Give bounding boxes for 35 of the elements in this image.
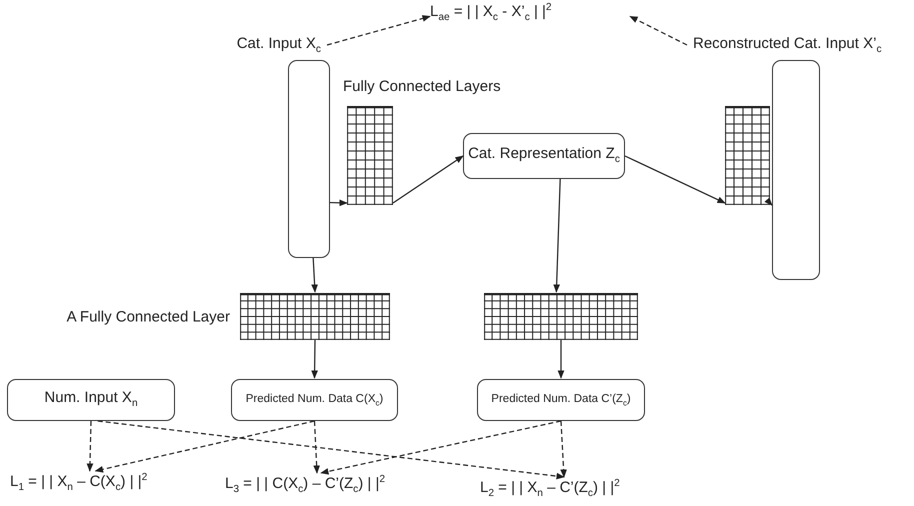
arrow xyxy=(311,340,318,379)
dashed-arrow xyxy=(629,16,688,46)
dashed-arrow xyxy=(560,420,567,478)
dashed-arrow xyxy=(320,420,562,475)
box-label: Predicted Num. Data C(X$_{c}$) xyxy=(246,392,384,408)
arrow xyxy=(553,178,561,293)
process-box xyxy=(463,133,625,179)
arrow xyxy=(764,197,773,206)
node-heading: Reconstructed Cat. Input X’$_{c}$ xyxy=(693,35,882,55)
neural-layer-grid xyxy=(725,106,770,205)
dashed-arrow xyxy=(98,420,565,480)
loss-formula: L$_{ae}$ = | | X$_{c}$ - X’$_{c}$ | |$^{2}$ xyxy=(430,2,630,26)
arrow xyxy=(311,258,318,293)
process-box xyxy=(7,379,175,421)
layer-caption: A Fully Connected Layer xyxy=(66,308,230,325)
layer-caption: Fully Connected Layers xyxy=(343,78,501,95)
loss-formula: L$_{3}$ = | | C(X$_{c}$) – C’(Z$_{c}$) | |$^{2}$ xyxy=(225,474,425,500)
arrow xyxy=(624,155,726,204)
arrow xyxy=(330,199,348,206)
box-label: Predicted Num. Data C’(Z$_{c}$) xyxy=(491,392,631,408)
neural-layer-grid xyxy=(347,106,393,205)
dashed-arrow xyxy=(94,420,315,473)
dashed-arrow xyxy=(326,15,431,46)
dashed-arrow xyxy=(313,420,320,474)
arrow xyxy=(392,156,464,204)
box-label: Cat. Representation Z$_{c}$ xyxy=(468,146,620,166)
neural-layer-grid xyxy=(484,293,638,340)
process-box xyxy=(477,379,645,421)
arrow xyxy=(558,340,564,379)
box-label: Num. Input X$_{n}$ xyxy=(44,390,138,410)
dashed-arrow xyxy=(86,420,94,472)
loss-formula: L$_{1}$ = | | X$_{n}$ – C(X$_{c}$) | |$^{2}$ xyxy=(10,472,200,498)
node-heading: Cat. Input X$_{c}$ xyxy=(236,35,321,55)
process-box xyxy=(231,379,398,421)
loss-formula: L$_{2}$ = | | X$_{n}$ – C’(Z$_{c}$) | |$^{2}$ xyxy=(480,478,680,504)
